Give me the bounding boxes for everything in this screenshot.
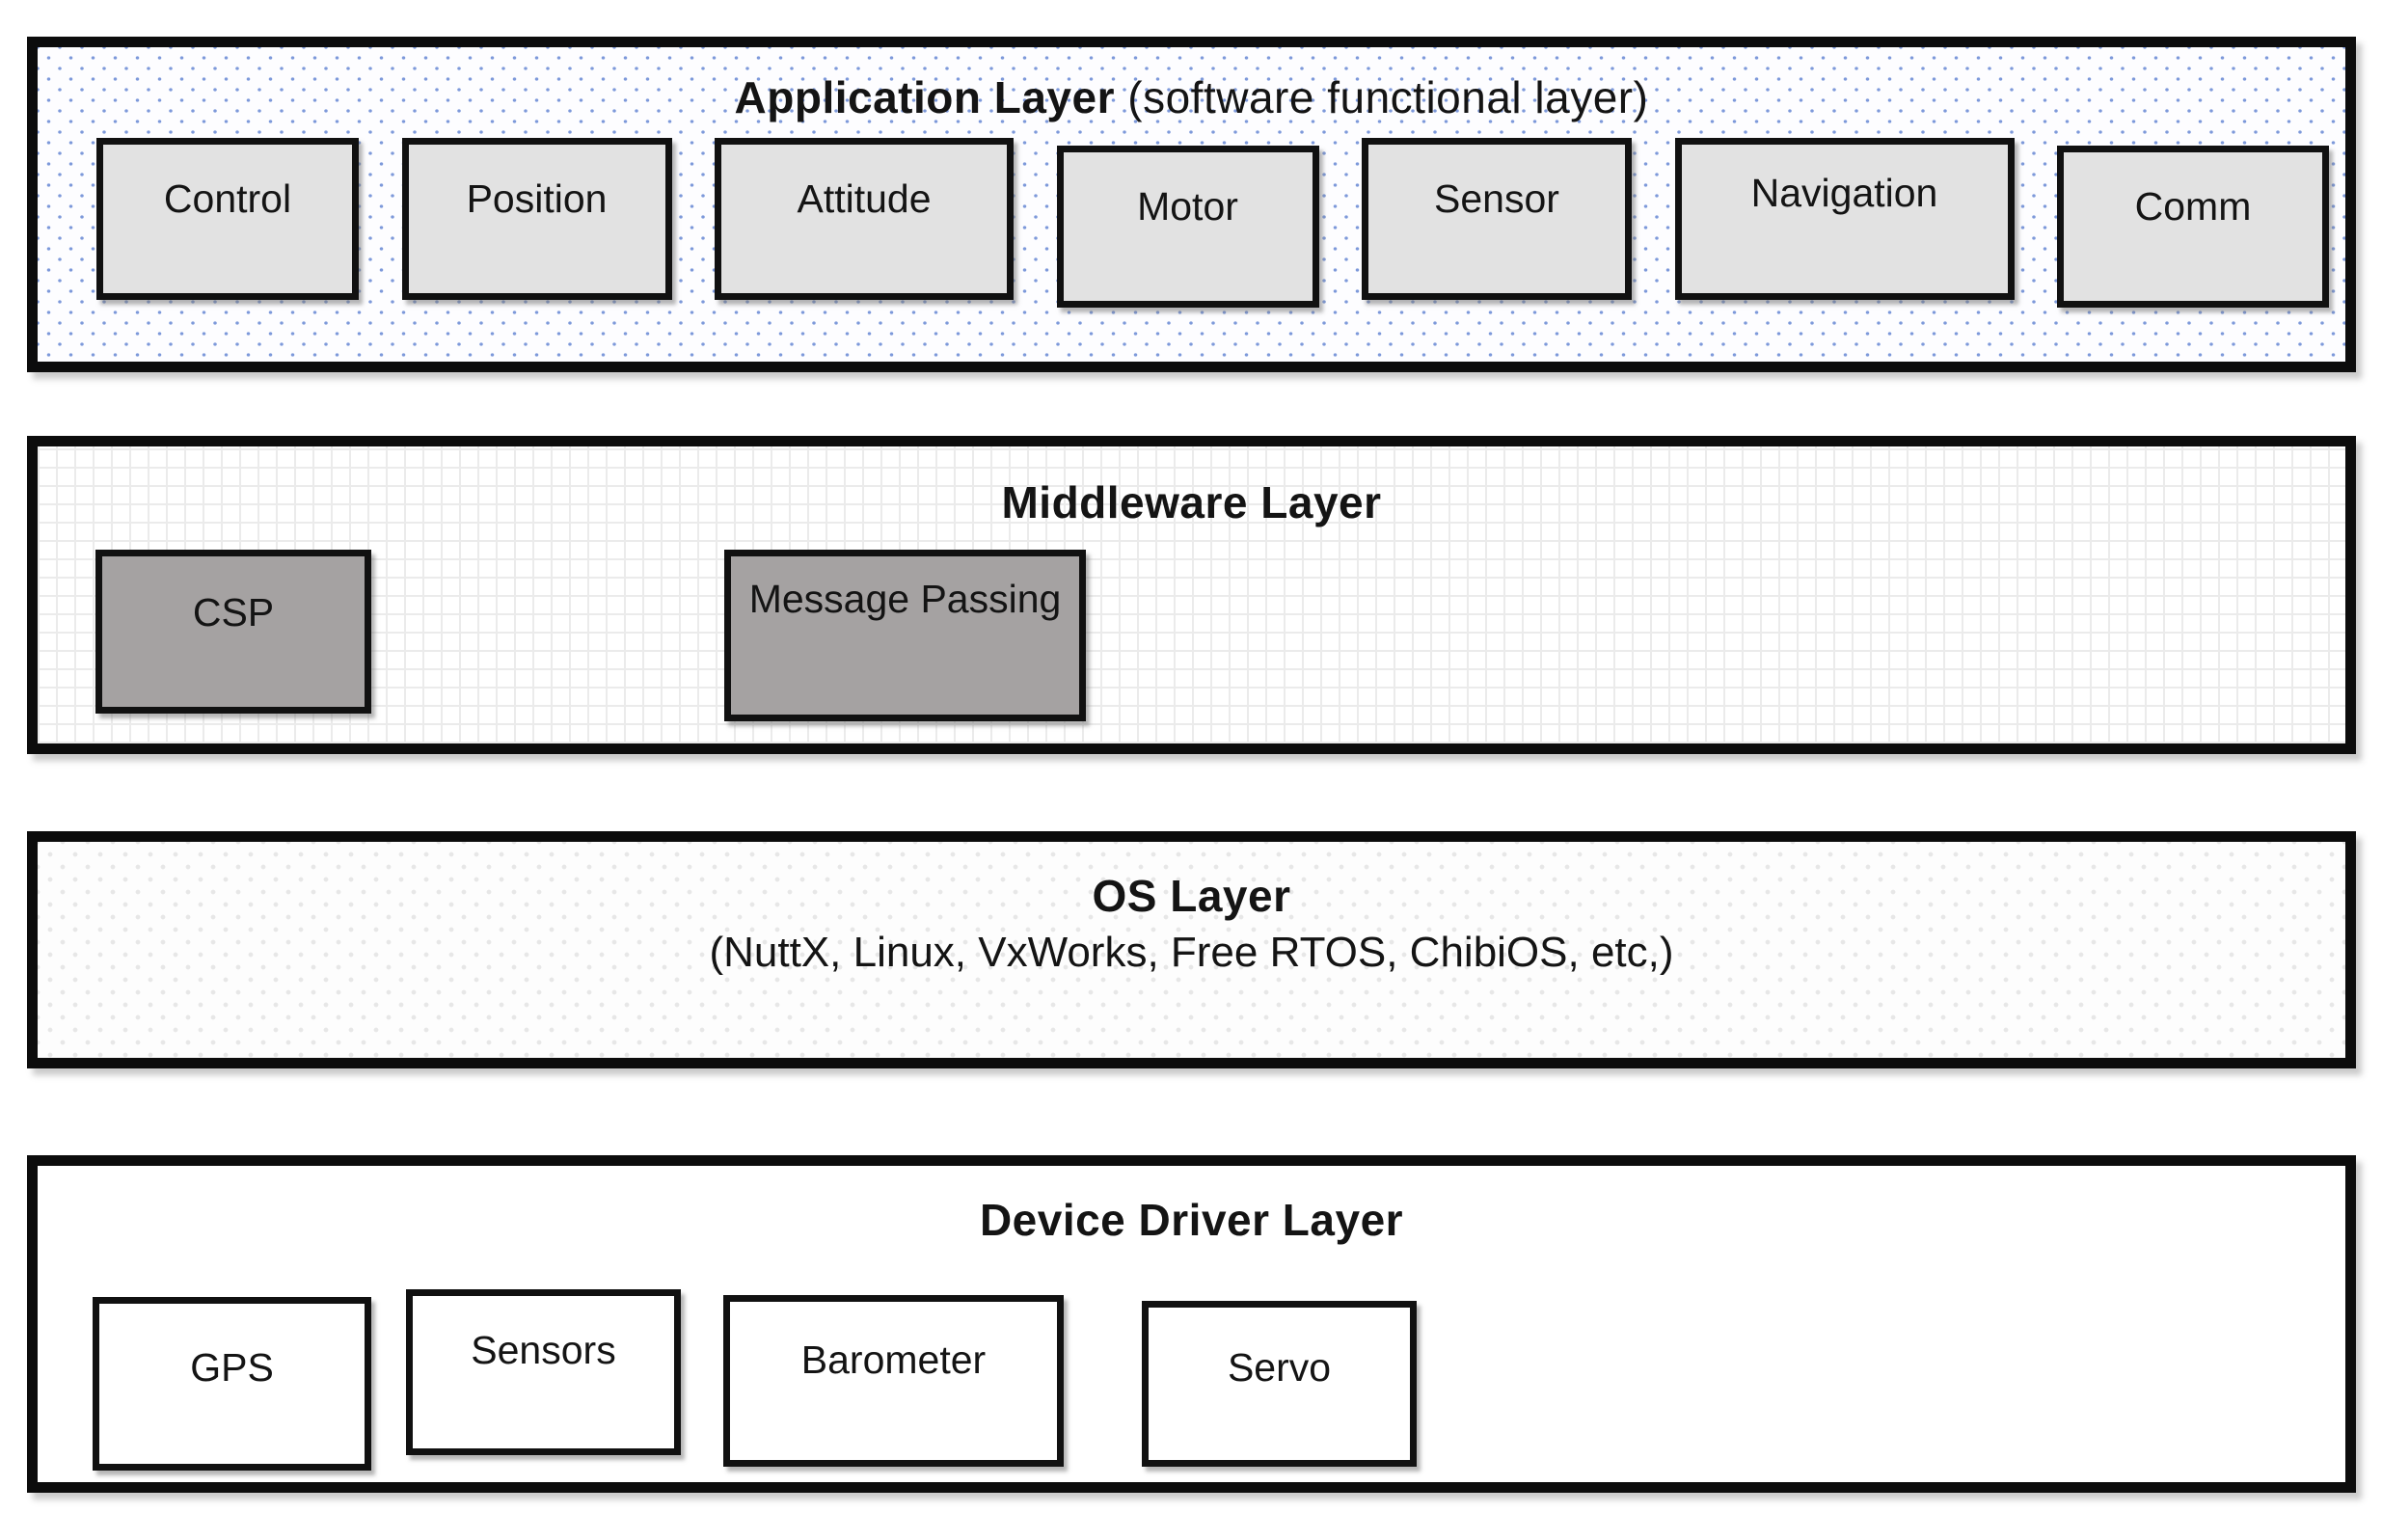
application-layer-title: Application Layer (software functional l… — [38, 47, 2345, 122]
device-driver-layer-title: Device Driver Layer — [979, 1195, 1404, 1245]
app-box-control-label: Control — [163, 176, 292, 221]
app-box-control: Control — [96, 138, 359, 300]
device-box-sensors-label: Sensors — [471, 1328, 616, 1372]
device-box-barometer: Barometer — [723, 1295, 1064, 1467]
middleware-layer-title: Middleware Layer — [1001, 477, 1382, 527]
os-layer-title: OS Layer — [1092, 871, 1291, 921]
device-driver-layer: Device Driver Layer GPS Sensors Baromete… — [27, 1155, 2356, 1493]
middleware-layer: Middleware Layer CSP Message Passing — [27, 436, 2356, 754]
app-box-navigation-label: Navigation — [1750, 171, 1938, 215]
middleware-box-csp-label: CSP — [192, 590, 275, 635]
app-box-sensor: Sensor — [1362, 138, 1632, 300]
middleware-box-csp: CSP — [95, 550, 371, 714]
application-boxes-row: Control Position Attitude Motor Sensor N… — [38, 138, 2345, 308]
app-box-sensor-label: Sensor — [1434, 176, 1559, 221]
app-box-position-label: Position — [466, 176, 608, 221]
app-box-attitude: Attitude — [715, 138, 1014, 300]
device-box-sensors: Sensors — [406, 1289, 681, 1455]
app-box-motor-label: Motor — [1137, 184, 1238, 229]
device-box-barometer-label: Barometer — [800, 1337, 987, 1382]
os-layer-subtitle: (NuttX, Linux, VxWorks, Free RTOS, Chibi… — [709, 929, 1674, 976]
application-layer-title-bold: Application Layer — [734, 72, 1115, 122]
os-layer: OS Layer (NuttX, Linux, VxWorks, Free RT… — [27, 831, 2356, 1068]
app-box-attitude-label: Attitude — [797, 176, 932, 221]
app-box-comm: Comm — [2057, 146, 2329, 308]
app-box-comm-label: Comm — [2134, 184, 2252, 229]
device-box-servo: Servo — [1142, 1301, 1417, 1467]
app-box-position: Position — [401, 138, 672, 300]
app-box-motor: Motor — [1056, 146, 1319, 308]
middleware-box-message-passing-label: Message Passing — [748, 577, 1062, 621]
app-box-navigation: Navigation — [1674, 138, 2015, 300]
application-layer: Application Layer (software functional l… — [27, 37, 2356, 372]
device-box-gps: GPS — [93, 1297, 371, 1471]
application-layer-title-suffix: (software functional layer) — [1115, 72, 1649, 122]
device-box-servo-label: Servo — [1227, 1345, 1332, 1390]
middleware-box-message-passing: Message Passing — [724, 550, 1086, 721]
device-box-gps-label: GPS — [190, 1345, 274, 1390]
